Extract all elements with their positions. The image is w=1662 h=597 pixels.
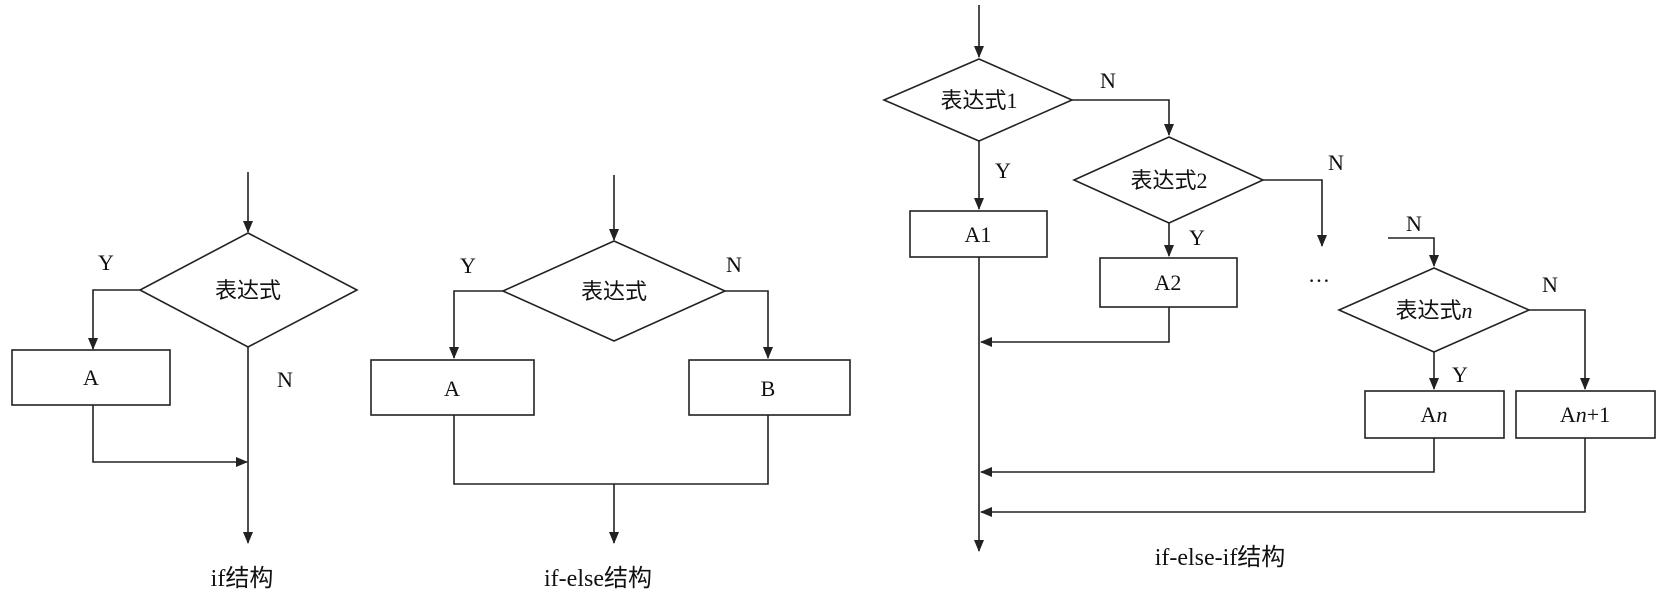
if-no-label: N (277, 367, 293, 392)
if-yes-label: Y (98, 250, 114, 275)
elseif-condition1-text: 表达式1 (940, 88, 1017, 113)
if-else-merge-line (453, 415, 769, 485)
elseif-mergen-line (980, 438, 1435, 477)
if-action-box (11, 349, 171, 406)
if-structure: 表达式 Y A N if结构 (11, 172, 359, 592)
elseif-no2-label: N (1328, 150, 1344, 175)
if-action-text: A (83, 365, 99, 390)
elseif-condition2-text: 表达式2 (1130, 168, 1207, 193)
if-condition-text: 表达式 (215, 278, 281, 303)
elseif-conditionn-text: 表达式n (1395, 298, 1472, 323)
elseif-no1-label: N (1100, 68, 1116, 93)
elseif-action1-text: A1 (965, 222, 992, 247)
elseif-actionn1-box (1515, 390, 1656, 439)
if-else-action-a-box (370, 359, 535, 416)
if-else-action-b-box (688, 359, 851, 416)
elseif-action2-box (1099, 257, 1238, 308)
elseif-non-label: N (1542, 272, 1558, 297)
elseif-incoming-no-line (1388, 237, 1439, 267)
elseif-incoming-no-label: N (1406, 211, 1422, 236)
elseif-yes1-label: Y (995, 158, 1011, 183)
elseif-action2-text: A2 (1155, 270, 1182, 295)
elseif-actionn-text: An (1421, 402, 1448, 427)
elseif-yes2-label: Y (1189, 225, 1205, 250)
if-else-no-label: N (726, 252, 742, 277)
if-else-yes-label: Y (460, 253, 476, 278)
if-else-caption: if-else结构 (544, 565, 652, 592)
elseif-merge2-line (980, 307, 1170, 347)
elseif-ellipsis: … (1308, 262, 1330, 287)
elseif-no2-branch (1263, 179, 1327, 247)
elseif-mergen1-line (980, 438, 1586, 517)
if-yes-branch (88, 289, 140, 350)
if-else-condition-diamond (501, 240, 727, 342)
if-caption: if结构 (211, 565, 274, 592)
elseif-yesn-label: Y (1452, 362, 1468, 387)
if-else-action-b-text: B (761, 376, 776, 401)
elseif-non-branch (1529, 309, 1590, 390)
if-else-action-a-text: A (444, 376, 460, 401)
elseif-caption: if-else-if结构 (1155, 544, 1286, 571)
if-else-yes-branch (449, 290, 503, 359)
if-merge-line (92, 405, 248, 467)
elseif-actionn1-text: An+1 (1560, 402, 1610, 427)
if-else-structure: 表达式 Y N A B if-else结构 (370, 175, 851, 592)
if-else-if-structure: 表达式1 Y N A1 表达式2 Y N A2 … N 表达式n Y N An … (881, 5, 1656, 571)
elseif-no1-branch (1072, 99, 1174, 136)
if-else-condition-text: 表达式 (581, 279, 647, 304)
elseif-action1-box (909, 210, 1048, 258)
if-else-no-branch (725, 290, 773, 359)
